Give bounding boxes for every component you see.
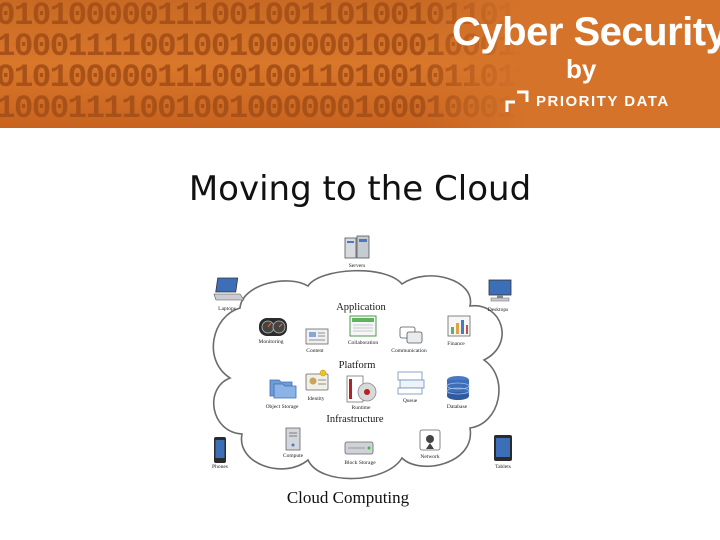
identity-badge-icon [305,369,329,391]
compute-label: Compute [282,453,304,459]
brand-company: PRIORITY DATA [536,93,670,110]
finance-label: Finance [447,341,465,347]
brand-by: by [566,54,597,84]
desktop-icon [488,279,512,302]
object-storage-label: Object Storage [265,404,299,410]
brand-title: Cyber Security [452,10,720,54]
laptop-icon [213,277,245,301]
content-icon [305,328,329,345]
block-storage-icon [344,441,374,455]
laptops-label: Laptops [218,306,236,312]
object-storage-icon [269,379,297,399]
infrastructure-layer-label: Infrastructure [326,414,384,425]
servers-label: Servers [348,263,366,269]
cloud-computing-diagram: Servers Laptops Desktops Application Mon… [180,228,540,518]
priority-data-logo-icon [505,90,529,112]
communication-label: Communication [391,348,427,354]
tablet-icon [494,435,512,461]
phone-icon [214,437,226,463]
phones-label: Phones [212,464,228,470]
platform-layer-label: Platform [338,360,376,371]
queue-label: Queue [402,398,418,404]
runtime-icon [346,375,377,403]
network-icon [419,429,441,451]
cloud-outline [212,269,503,480]
network-label: Network [420,454,440,460]
slide-title: Moving to the Cloud [188,169,532,209]
communication-icon [399,326,423,344]
queue-icon [397,371,425,395]
runtime-label: Runtime [351,405,371,411]
block-storage-label: Block Storage [344,460,376,466]
banner-fade [420,0,720,128]
content-label: Content [306,348,324,354]
monitoring-label: Monitoring [258,339,284,345]
database-label: Database [446,404,468,410]
application-layer-label: Application [336,302,386,313]
finance-chart-icon [447,315,471,337]
desktops-label: Desktops [487,307,509,313]
tablets-label: Tablets [495,464,511,470]
diagram-caption: Cloud Computing [286,488,410,507]
servers-icon [344,235,370,259]
collaboration-label: Collaboration [347,340,379,346]
identity-label: Identity [307,396,325,402]
compute-icon [285,427,301,451]
collaboration-icon [349,315,377,337]
database-icon [446,376,470,400]
monitoring-gauge-icon [259,318,287,336]
